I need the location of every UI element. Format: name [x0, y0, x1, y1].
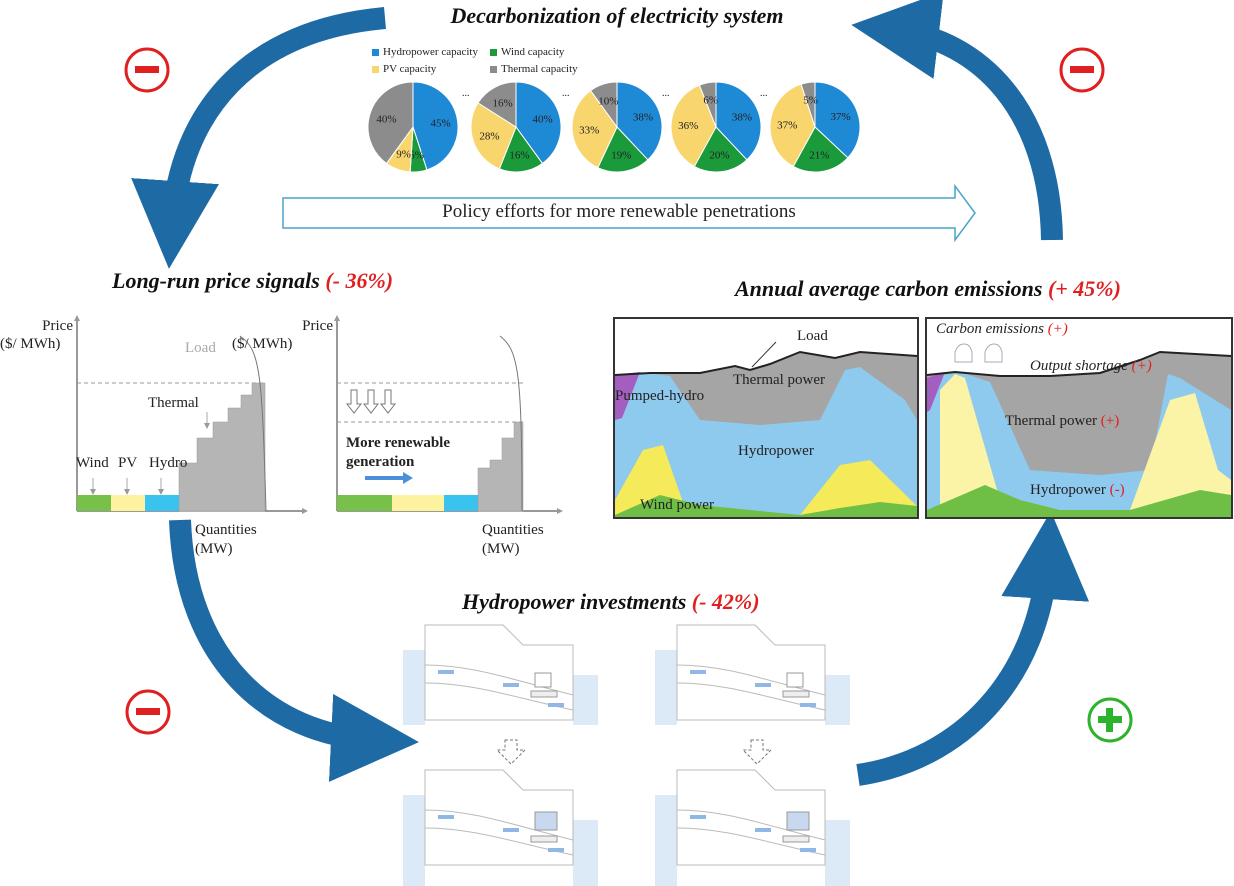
pie-slice-label: 19%	[611, 150, 631, 162]
hydropower-label: Hydropower	[738, 443, 814, 459]
pie-slice	[571, 89, 618, 169]
y-label: Price	[302, 318, 333, 334]
pie-charts: 45%6%9%40%40%16%28%16%38%19%33%10%38%20%…	[367, 81, 861, 173]
cycle-arrow-top-left	[131, 7, 386, 269]
pie-slice-label: 40%	[532, 113, 552, 125]
legend-thermal: Thermal capacity	[490, 63, 578, 75]
pie-slice-label: 37%	[831, 111, 851, 123]
y-label: Price	[42, 318, 73, 334]
pie-slice	[498, 125, 544, 173]
pie-slice-label: 28%	[479, 131, 499, 143]
pie-slice	[515, 81, 562, 165]
x-label: Quantities	[195, 522, 257, 538]
x-unit: (MW)	[195, 541, 233, 557]
ellipsis: ...	[662, 88, 670, 99]
dam-illustrations	[403, 624, 850, 886]
pie-slice-label: 10%	[598, 95, 618, 107]
emission-panel-after	[925, 317, 1233, 519]
cycle-arrow-bottom-left	[169, 519, 419, 782]
ellipsis: ...	[562, 88, 570, 99]
emission-panel-base	[613, 317, 919, 519]
ellipsis: ...	[462, 88, 470, 99]
pie-slice	[800, 81, 816, 128]
wind-power-label: Wind power	[640, 497, 714, 513]
top-title: Decarbonization of electricity system	[450, 3, 784, 28]
pie-slice	[715, 81, 762, 161]
pie-slice	[477, 81, 517, 128]
output-shortage-label: Output shortage (+)	[1030, 358, 1152, 374]
pie-slice	[698, 81, 717, 128]
down-arrow-icon	[495, 739, 527, 765]
hydro-label: Hydro	[149, 455, 188, 471]
wind-label: Wind	[76, 455, 109, 471]
minus-sign-icon	[125, 689, 171, 735]
pie-slice	[597, 126, 649, 173]
load-label: Load	[797, 328, 828, 344]
y-unit: ($/ MWh)	[0, 336, 61, 352]
power-plant-icon	[954, 343, 1003, 363]
thermal-label: Thermal power	[733, 372, 826, 388]
pie-slice	[693, 126, 748, 173]
pumped-hydro-label: Pumped-hydro	[615, 388, 705, 404]
pie-slice-label: 9%	[396, 148, 411, 160]
legend-pv: PV capacity	[372, 63, 436, 75]
pie-slice-label: 5%	[803, 94, 818, 106]
pie-slice	[470, 102, 517, 170]
emissions-title: Annual average carbon emissions (+ 45%)	[735, 276, 1121, 301]
pie-slice	[367, 81, 414, 165]
pie-slice-label: 21%	[809, 150, 829, 162]
dam-icon	[403, 769, 598, 886]
pie-slice-label: 16%	[509, 150, 529, 162]
dam-icon	[403, 624, 598, 725]
pie-slice	[412, 81, 459, 171]
more-renewable-label: generation	[346, 454, 415, 470]
pie-slice-label: 33%	[579, 125, 599, 137]
policy-arrow	[282, 183, 976, 243]
y-unit: ($/ MWh)	[232, 336, 293, 352]
dam-icon	[655, 769, 850, 886]
pie-slice-label: 38%	[633, 112, 653, 124]
pie-slice-label: 38%	[732, 112, 752, 124]
pie-slice	[814, 81, 861, 159]
down-arrow-icon	[741, 739, 773, 765]
pie-slice	[792, 126, 849, 173]
price-chart-after	[334, 315, 563, 514]
pie-slice-label: 20%	[709, 150, 729, 162]
more-renewable-label: More renewable	[346, 435, 450, 451]
cycle-arrow-top-right	[851, 0, 1063, 241]
pie-slice-label: 6%	[703, 95, 718, 107]
policy-label: Policy efforts for more renewable penetr…	[442, 201, 796, 222]
pie-slice-label: 16%	[492, 98, 512, 110]
pie-slice	[616, 81, 663, 161]
thermal-label: Thermal	[148, 395, 199, 411]
pie-slice-label: 6%	[409, 150, 424, 162]
legend-hydro: Hydropower capacity	[372, 46, 478, 58]
minus-sign-icon	[124, 47, 170, 93]
pie-slice	[769, 83, 816, 168]
price-chart-before	[74, 315, 308, 514]
thermal-plus-label: Thermal power (+)	[1005, 413, 1120, 429]
hydropower-minus-label: Hydropower (-)	[1030, 482, 1125, 498]
price-title: Long-run price signals (- 36%)	[112, 268, 394, 293]
legend-wind: Wind capacity	[490, 46, 564, 58]
minus-sign-icon	[1059, 47, 1105, 93]
carbon-label: Carbon emissions (+)	[936, 321, 1068, 337]
load-label: Load	[185, 340, 216, 356]
pie-slice-label: 45%	[430, 118, 450, 130]
investments-title: Hydropower investments (- 42%)	[462, 589, 760, 614]
x-unit: (MW)	[482, 541, 520, 557]
pie-slice-label: 40%	[376, 113, 396, 125]
x-label: Quantities	[482, 522, 544, 538]
cycle-arrow-bottom-right	[856, 511, 1090, 786]
pie-slice	[589, 81, 618, 129]
pie-slice	[670, 84, 717, 168]
dam-icon	[655, 624, 850, 725]
plus-sign-icon	[1087, 697, 1133, 743]
pie-slice-label: 36%	[678, 120, 698, 132]
pv-label: PV	[118, 455, 138, 471]
ellipsis: ...	[760, 88, 768, 99]
pie-slice-label: 37%	[777, 119, 797, 131]
